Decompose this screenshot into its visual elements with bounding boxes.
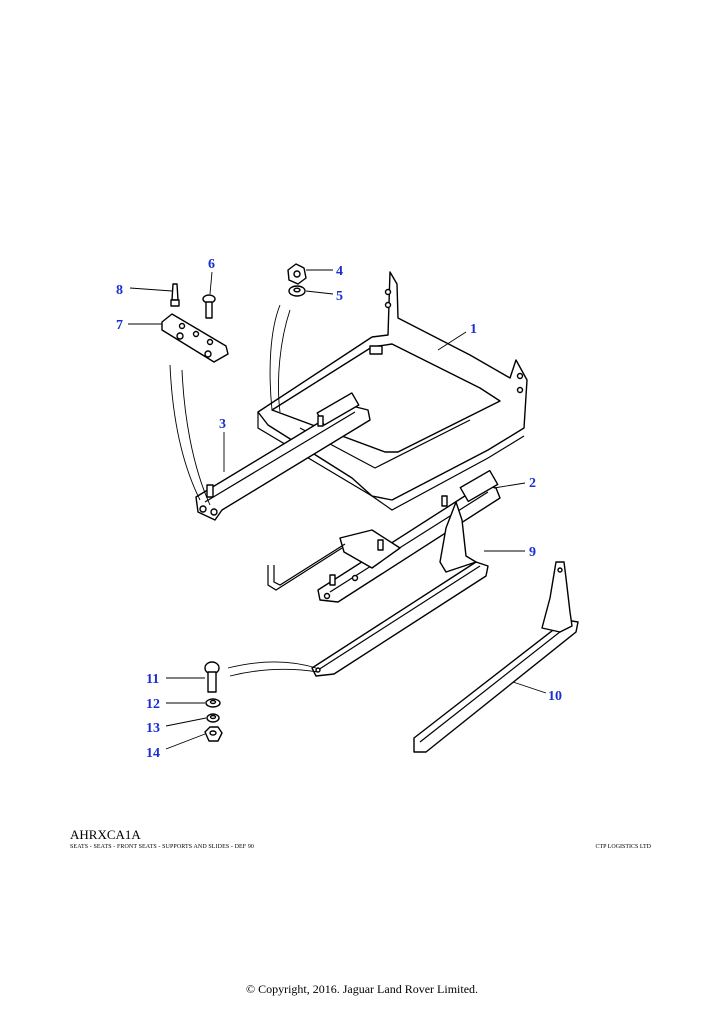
diagram-reference: AHRXCA1A: [70, 827, 141, 842]
callout-14: 14: [146, 746, 160, 761]
vendor-name: CTP LOGISTICS LTD: [595, 844, 651, 850]
callout-5: 5: [336, 289, 343, 304]
part-12-washer[interactable]: [205, 698, 221, 708]
part-3-rail[interactable]: [195, 392, 371, 521]
callout-9: 9: [529, 545, 536, 560]
callout-11: 11: [146, 672, 159, 687]
part-9-slide-rail[interactable]: [311, 501, 489, 677]
callout-7: 7: [116, 318, 123, 333]
part-14-nut[interactable]: [204, 726, 223, 742]
callout-8: 8: [116, 283, 123, 298]
part-13-spring-washer[interactable]: [206, 713, 220, 723]
part-7-mounting-plate[interactable]: [161, 313, 229, 363]
part-6-bolt[interactable]: [202, 294, 216, 319]
diagram-description: SEATS - SEATS - FRONT SEATS - SUPPORTS A…: [70, 844, 255, 850]
part-11-bolt[interactable]: [204, 661, 220, 693]
part-4-nut[interactable]: [287, 263, 307, 285]
part-10-lower-slide-rail[interactable]: [413, 561, 579, 753]
callout-10: 10: [548, 689, 562, 704]
callout-13: 13: [146, 721, 160, 736]
part-5-washer[interactable]: [288, 285, 306, 297]
part-8-screw[interactable]: [170, 283, 180, 307]
copyright-notice: © Copyright, 2016. Jaguar Land Rover Lim…: [245, 982, 479, 996]
callout-4: 4: [336, 264, 343, 279]
assembly-guide-lines: [169, 304, 319, 677]
leader-lines: [128, 269, 547, 750]
callout-1: 1: [470, 322, 477, 337]
callout-3: 3: [219, 417, 226, 432]
callout-12: 12: [146, 697, 160, 712]
callout-2: 2: [529, 476, 536, 491]
callout-6: 6: [208, 257, 215, 272]
